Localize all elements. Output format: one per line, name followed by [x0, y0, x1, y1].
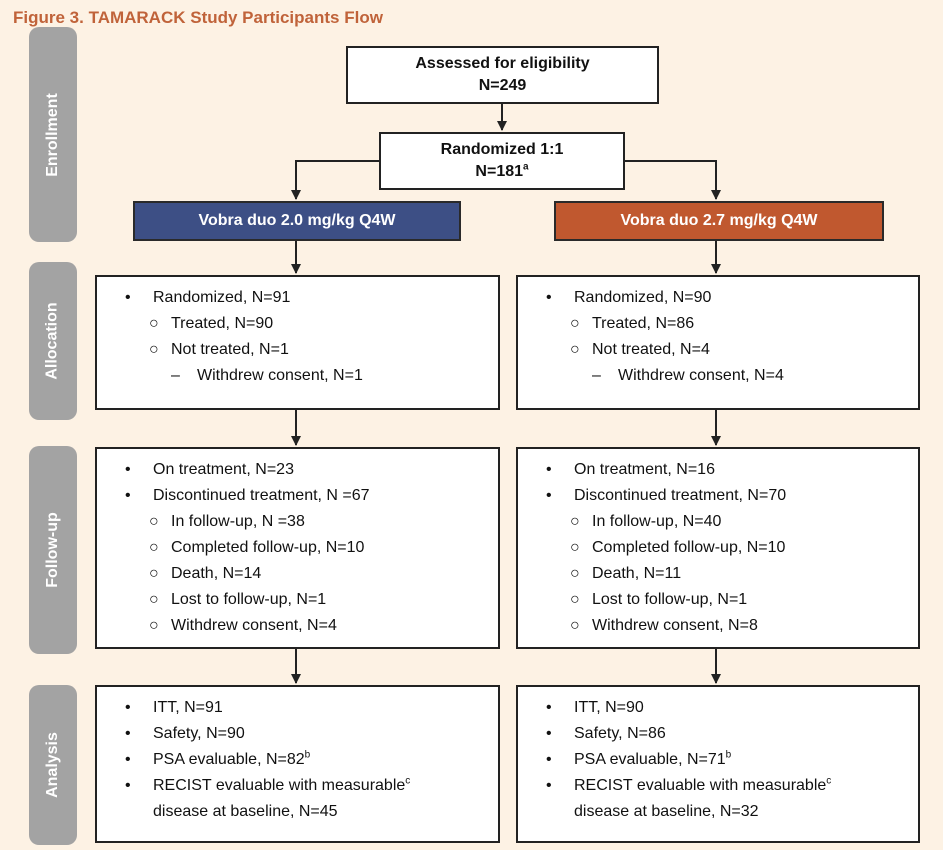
stage-analysis: Analysis — [29, 685, 77, 845]
list-item: ○Withdrew consent, N=4 — [149, 617, 337, 634]
list-item: •Discontinued treatment, N =67 — [125, 487, 370, 504]
randomized-title: Randomized 1:1 — [440, 141, 564, 158]
list-item: •Discontinued treatment, N=70 — [546, 487, 787, 504]
list-item: ○Not treated, N=4 — [570, 341, 710, 358]
list-item: •Safety, N=86 — [546, 725, 666, 742]
randomized-box: Randomized 1:1 N=181a — [379, 132, 625, 190]
arm-left-header: Vobra duo 2.0 mg/kg Q4W — [133, 201, 461, 241]
randomized-count: N=181 — [475, 163, 524, 180]
list-item: ○Lost to follow-up, N=1 — [149, 591, 327, 608]
stage-allocation: Allocation — [29, 262, 77, 420]
stage-enrollment: Enrollment — [29, 27, 77, 242]
list-item: –Withdrew consent, N=4 — [592, 367, 784, 384]
list-item: •Randomized, N=91 — [125, 289, 291, 306]
eligibility-box: Assessed for eligibility N=249 — [346, 46, 659, 104]
arrow-randomized-to-right-arm — [625, 160, 721, 200]
arm-right-label: Vobra duo 2.7 mg/kg Q4W — [620, 212, 818, 229]
allocation-right-box: •Randomized, N=90 ○Treated, N=86 ○Not tr… — [516, 275, 920, 410]
list-item: –Withdrew consent, N=1 — [171, 367, 363, 384]
list-item: ○Death, N=11 — [570, 565, 682, 582]
arrow-randomized-to-left-arm — [291, 160, 379, 200]
list-item: •ITT, N=91 — [125, 699, 223, 716]
arm-left-label: Vobra duo 2.0 mg/kg Q4W — [198, 212, 396, 229]
list-item: ○Treated, N=86 — [570, 315, 695, 332]
list-item: •On treatment, N=16 — [546, 461, 715, 478]
randomized-count-line: N=181a — [475, 161, 528, 183]
allocation-left-box: •Randomized, N=91 ○Treated, N=90 ○Not tr… — [95, 275, 500, 410]
list-item-continuation: disease at baseline, N=45 — [153, 803, 338, 820]
list-item: ○In follow-up, N=40 — [570, 513, 722, 530]
list-item: •RECIST evaluable with measurablec — [546, 775, 832, 794]
list-item: •Safety, N=90 — [125, 725, 245, 742]
list-item: ○Completed follow-up, N=10 — [149, 539, 365, 556]
list-item-continuation: disease at baseline, N=32 — [574, 803, 759, 820]
list-item: •Randomized, N=90 — [546, 289, 712, 306]
list-item: •On treatment, N=23 — [125, 461, 294, 478]
analysis-left-box: •ITT, N=91 •Safety, N=90 •PSA evaluable,… — [95, 685, 500, 843]
list-item: •RECIST evaluable with measurablec — [125, 775, 411, 794]
list-item: ○Lost to follow-up, N=1 — [570, 591, 748, 608]
list-item: ○Death, N=14 — [149, 565, 262, 582]
eligibility-title: Assessed for eligibility — [415, 55, 590, 72]
list-item: ○Withdrew consent, N=8 — [570, 617, 758, 634]
list-item: ○Completed follow-up, N=10 — [570, 539, 786, 556]
list-item: ○Treated, N=90 — [149, 315, 274, 332]
list-item: •PSA evaluable, N=71b — [546, 749, 732, 768]
list-item: •PSA evaluable, N=82b — [125, 749, 311, 768]
arm-right-header: Vobra duo 2.7 mg/kg Q4W — [554, 201, 884, 241]
randomized-footnote: a — [523, 161, 529, 173]
figure-title: Figure 3. TAMARACK Study Participants Fl… — [13, 8, 383, 27]
list-item: ○Not treated, N=1 — [149, 341, 289, 358]
followup-right-box: •On treatment, N=16 •Discontinued treatm… — [516, 447, 920, 649]
stage-followup: Follow-up — [29, 446, 77, 654]
eligibility-count: N=249 — [478, 77, 527, 94]
list-item: •ITT, N=90 — [546, 699, 644, 716]
list-item: ○In follow-up, N =38 — [149, 513, 305, 530]
analysis-right-box: •ITT, N=90 •Safety, N=86 •PSA evaluable,… — [516, 685, 920, 843]
followup-left-box: •On treatment, N=23 •Discontinued treatm… — [95, 447, 500, 649]
